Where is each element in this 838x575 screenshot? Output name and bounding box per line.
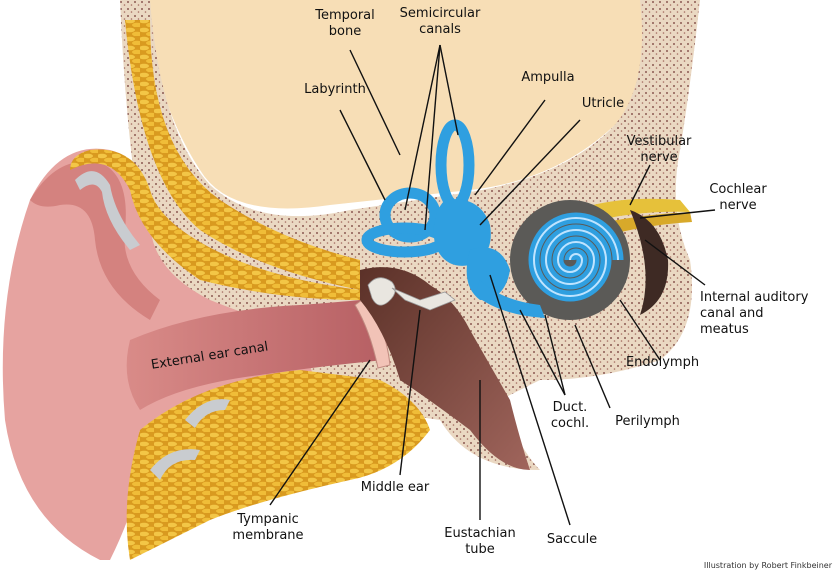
label-internal-auditory: Internal auditory canal and meatus	[700, 290, 830, 338]
illustration-credit: Illustration by Robert Finkbeiner	[704, 561, 832, 570]
label-duct-cochl: Duct. cochl.	[540, 400, 600, 432]
label-labyrinth: Labyrinth	[290, 82, 380, 98]
label-saccule: Saccule	[532, 532, 612, 548]
label-temporal-bone: Temporal bone	[305, 8, 385, 40]
label-eustachian-tube: Eustachian tube	[430, 526, 530, 558]
label-utricle: Utricle	[568, 96, 638, 112]
label-semicircular-canals: Semicircular canals	[390, 6, 490, 38]
label-vestibular-nerve: Vestibular nerve	[614, 134, 704, 166]
label-ampulla: Ampulla	[508, 70, 588, 86]
label-endolymph: Endolymph	[615, 355, 710, 371]
label-cochlear-nerve: Cochlear nerve	[698, 182, 778, 214]
label-middle-ear: Middle ear	[345, 480, 445, 496]
label-tympanic-membrane: Tympanic membrane	[218, 512, 318, 544]
label-perilymph: Perilymph	[605, 414, 690, 430]
